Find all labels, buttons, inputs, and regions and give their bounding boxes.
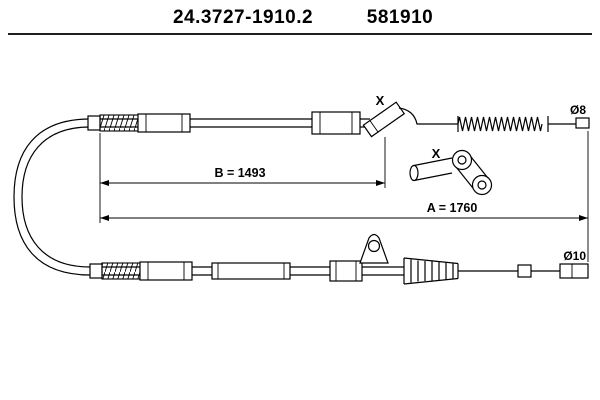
flange-hole (477, 180, 487, 190)
lower-spring-guard (101, 262, 141, 280)
diameter-label-bottom: Ø10 (563, 249, 586, 263)
bracket-hole (367, 239, 381, 253)
lower-protective-tube (211, 262, 291, 280)
detail-tube-opening (409, 164, 419, 182)
header: 24.3727-1910.2 581910 (8, 7, 592, 35)
diameter-label-top: Ø8 (570, 103, 586, 117)
upper-end-cap (87, 115, 101, 131)
reference-number: 581910 (367, 7, 433, 28)
upper-spring-guard (99, 114, 139, 132)
detail-flange (451, 149, 493, 196)
return-spring (457, 116, 549, 132)
part-number: 24.3727-1910.2 (173, 7, 313, 28)
bellows-boot (403, 257, 459, 285)
cable-loop (13, 118, 91, 276)
marker-x-detail: X (432, 146, 441, 161)
lower-sleeve-fitting (329, 260, 363, 282)
marker-x-housing: X (376, 93, 385, 108)
upper-cable-assembly: Ø8 X (87, 93, 590, 138)
upper-inner-cable (398, 107, 458, 125)
lower-barrel-nipple (559, 263, 589, 279)
lower-adjuster-fitting (139, 261, 193, 281)
cable-stop-fitting (517, 264, 532, 278)
detail-view: X (409, 146, 493, 196)
dimension-a-label: A = 1760 (427, 201, 478, 215)
dimension-b: B = 1493 (99, 133, 386, 223)
upper-nipple-fitting (575, 117, 590, 129)
mounting-bracket (359, 233, 389, 264)
dimension-b-label: B = 1493 (214, 166, 265, 180)
upper-sleeve-fitting (311, 111, 361, 135)
flange-hole (457, 155, 467, 165)
upper-adjuster-fitting (137, 113, 191, 133)
dimension-a: A = 1760 (100, 131, 589, 262)
lower-cable-assembly: Ø10 (89, 233, 589, 285)
lower-end-cap (89, 263, 103, 279)
